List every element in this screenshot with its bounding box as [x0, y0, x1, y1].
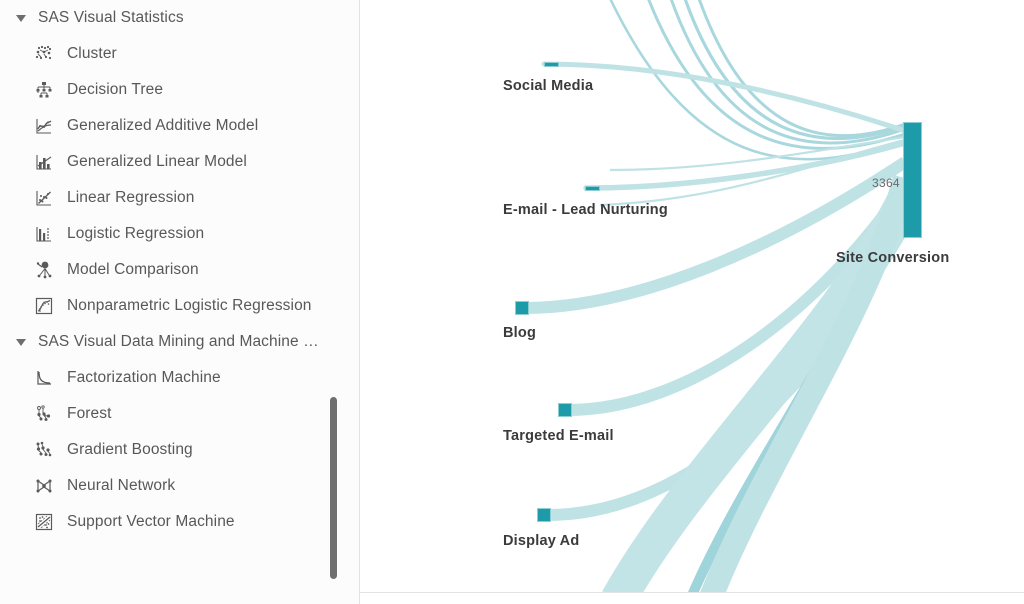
linear-regression-icon [34, 188, 54, 208]
sidebar-item-neural-network[interactable]: Neural Network [0, 468, 359, 504]
sidebar-item-label: Forest [67, 405, 112, 422]
sidebar-item-decision-tree[interactable]: Decision Tree [0, 72, 359, 108]
sankey-node-label-blog: Blog [503, 325, 537, 341]
sankey-diagram [523, 0, 922, 592]
sidebar-group-header-visual-statistics[interactable]: SAS Visual Statistics [0, 0, 359, 36]
cluster-icon [34, 44, 54, 64]
sankey-link[interactable] [682, 0, 907, 141]
sankey-link[interactable] [696, 0, 907, 138]
gradient-boosting-icon [34, 440, 54, 460]
sankey-node-label-email-lead-nurturing: E-mail - Lead Nurturing [503, 202, 668, 218]
sankey-node-display-ad[interactable] [537, 508, 551, 522]
factorization-machine-icon [34, 368, 54, 388]
objects-sidebar: SAS Visual Statistics [0, 0, 360, 604]
sidebar-scrollbar-thumb[interactable] [330, 397, 337, 579]
sidebar-group-header-vdmml[interactable]: SAS Visual Data Mining and Machine … [0, 324, 359, 360]
sidebar-item-label: Decision Tree [67, 81, 164, 98]
sidebar-item-label: Gradient Boosting [67, 441, 193, 458]
sidebar-item-label: Logistic Regression [67, 225, 205, 242]
generalized-linear-model-icon [34, 152, 54, 172]
sankey-node-blog[interactable] [515, 301, 529, 315]
sidebar-item-forest[interactable]: Forest [0, 396, 359, 432]
sidebar-group-title: SAS Visual Statistics [38, 9, 184, 26]
sidebar-item-logistic-regression[interactable]: Logistic Regression [0, 216, 359, 252]
decision-tree-icon [34, 80, 54, 100]
sankey-canvas: Social Media E-mail - Lead Nurturing Blo… [360, 0, 1024, 604]
sidebar-item-generalized-additive-model[interactable]: Generalized Additive Model [0, 108, 359, 144]
sankey-link-blog[interactable] [523, 157, 909, 314]
sidebar-item-label: Linear Regression [67, 189, 195, 206]
sidebar-item-model-comparison[interactable]: Model Comparison [0, 252, 359, 288]
sidebar-item-label: Nonparametric Logistic Regression [67, 297, 312, 314]
sidebar-item-label: Model Comparison [67, 261, 199, 278]
sankey-node-label-social-media: Social Media [503, 78, 594, 94]
sankey-node-label-display-ad: Display Ad [503, 533, 580, 549]
sidebar-item-label: Support Vector Machine [67, 513, 235, 530]
generalized-additive-model-icon [34, 116, 54, 136]
sidebar-item-support-vector-machine[interactable]: Support Vector Machine [0, 504, 359, 540]
sankey-node-email-lead-nurturing[interactable] [585, 186, 600, 191]
forest-icon [34, 404, 54, 424]
model-comparison-icon [34, 260, 54, 280]
chevron-down-icon[interactable] [16, 14, 26, 22]
sankey-link-social-media[interactable] [541, 61, 908, 134]
chevron-down-icon[interactable] [16, 338, 26, 346]
sidebar-item-linear-regression[interactable]: Linear Regression [0, 180, 359, 216]
sidebar-item-label: Generalized Linear Model [67, 153, 247, 170]
sankey-node-targeted-email[interactable] [558, 403, 572, 417]
sankey-link[interactable] [609, 135, 906, 172]
canvas-bottom-divider [360, 592, 1024, 593]
sidebar-item-label: Factorization Machine [67, 369, 221, 386]
sidebar-group-title: SAS Visual Data Mining and Machine … [38, 333, 319, 350]
neural-network-icon [34, 476, 54, 496]
sidebar-item-label: Neural Network [67, 477, 176, 494]
sankey-value-label: 3364 [872, 176, 900, 190]
sidebar-group-vdmml: SAS Visual Data Mining and Machine … Fac… [0, 324, 359, 540]
sankey-node-social-media[interactable] [544, 62, 559, 67]
sidebar-item-factorization-machine[interactable]: Factorization Machine [0, 360, 359, 396]
sankey-link[interactable] [668, 0, 907, 145]
sankey-link[interactable] [700, 174, 917, 592]
sankey-links [523, 0, 922, 592]
sidebar-group-visual-statistics: SAS Visual Statistics [0, 0, 359, 324]
sidebar-item-label: Cluster [67, 45, 117, 62]
sankey-link[interactable] [599, 138, 906, 207]
sidebar-item-label: Generalized Additive Model [67, 117, 259, 134]
support-vector-machine-icon [34, 512, 54, 532]
sankey-node-label-site-conversion: Site Conversion [836, 250, 950, 266]
nonparametric-logistic-regression-icon [34, 296, 54, 316]
sankey-node-site-conversion[interactable] [903, 122, 922, 238]
sankey-link-email-lead-nurturing[interactable] [583, 140, 908, 191]
logistic-regression-icon [34, 224, 54, 244]
sidebar-item-cluster[interactable]: Cluster [0, 36, 359, 72]
sidebar-item-nonparametric-logistic-regression[interactable]: Nonparametric Logistic Regression [0, 288, 359, 324]
sankey-node-label-targeted-email: Targeted E-mail [503, 428, 614, 444]
sidebar-item-generalized-linear-model[interactable]: Generalized Linear Model [0, 144, 359, 180]
sidebar-item-gradient-boosting[interactable]: Gradient Boosting [0, 432, 359, 468]
